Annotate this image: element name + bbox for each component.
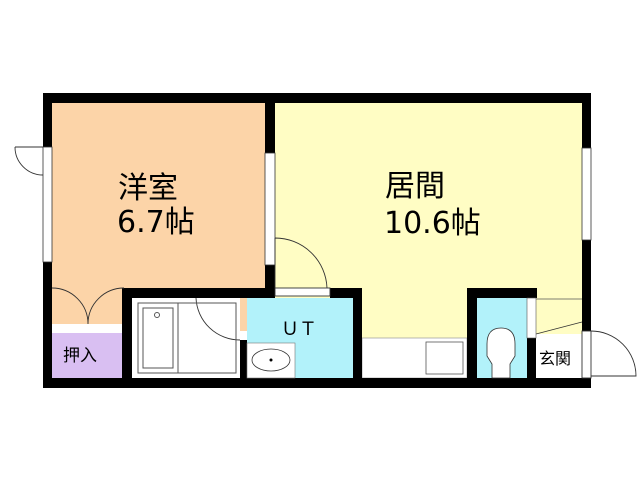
bath-fill [132,298,240,378]
toilet-door [526,297,537,339]
living-room-size: 10.6帖 [384,206,481,241]
closet-fill [52,333,122,378]
bathtub [137,302,237,374]
doors [14,146,637,379]
living-room-name: 居間 [385,169,445,204]
closet-divider [52,324,122,333]
entrance-floor [536,334,582,378]
windows [42,146,592,266]
utility-label: ＵＴ [281,319,317,340]
drain-dot [269,358,273,362]
sink [425,341,464,375]
western-room-name: 洋室 [118,171,178,206]
entrance-label: 玄関 [539,349,571,368]
walls [43,93,591,388]
step-line [535,321,583,335]
closet-label: 押入 [63,346,97,366]
toilet-icon [486,327,516,379]
western-room-size: 6.7帖 [117,205,195,240]
